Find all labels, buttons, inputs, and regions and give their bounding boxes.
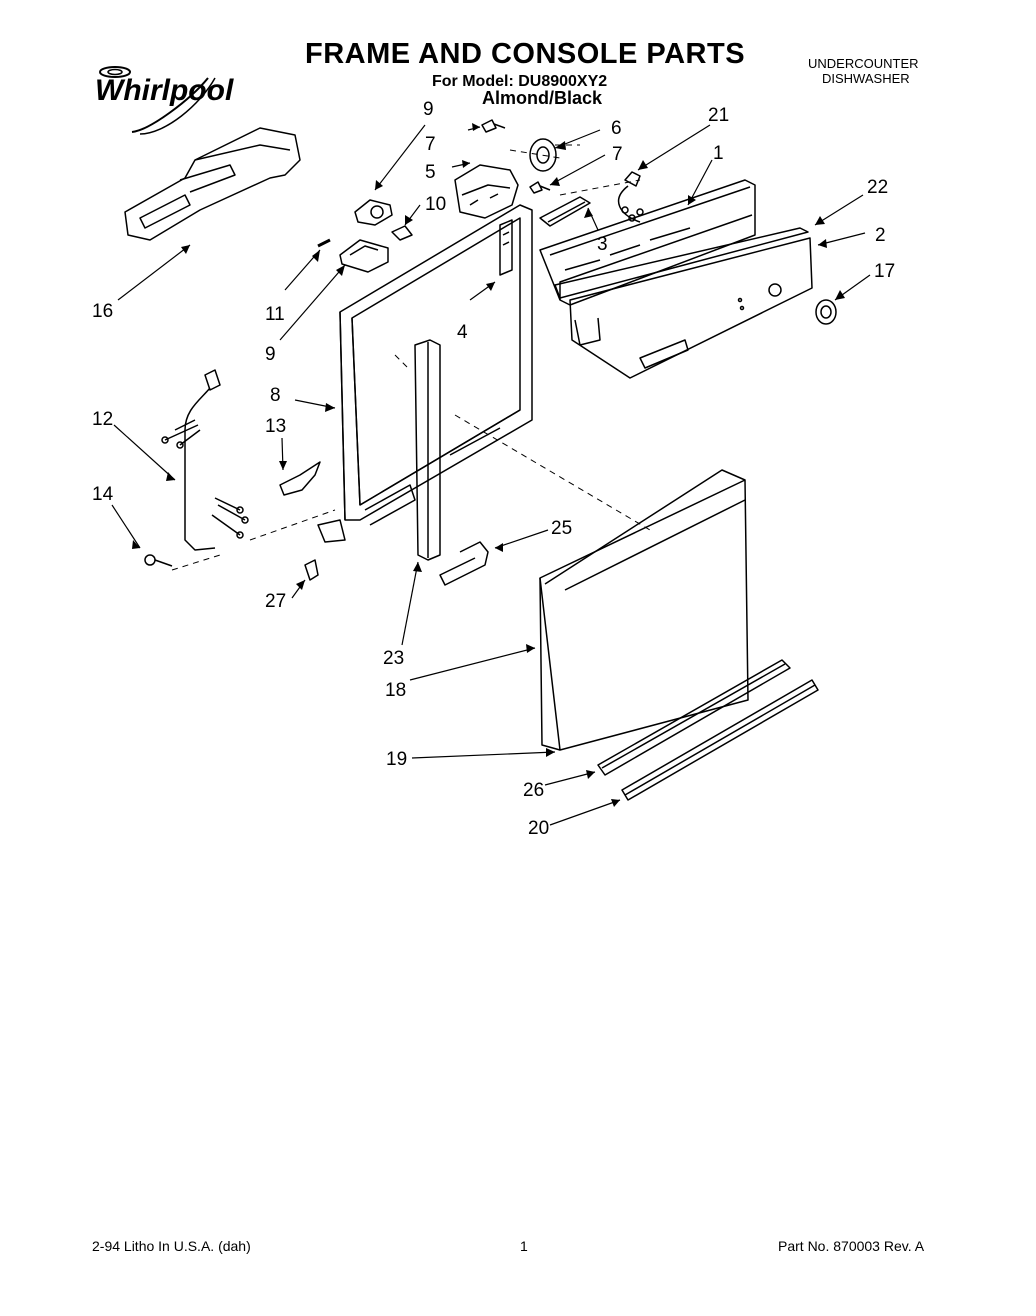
part-13-harness [161,369,249,551]
part-18-door-panel [539,469,749,751]
part-7-screw-lower [529,181,551,194]
callout-10: 9 [265,344,276,365]
category-line-1: UNDERCOUNTER [808,56,919,71]
callout-4: 4 [457,322,468,343]
part-26-trim [597,659,791,776]
svg-text:Whirlpool: Whirlpool [95,74,234,107]
callout-23: 23 [383,648,404,669]
model-line: For Model: DU8900XY2 [432,73,608,90]
callout-17: 17 [874,261,895,282]
callout-8: 8 [270,385,281,406]
callout-27: 27 [265,591,286,612]
part-4-strike [499,219,513,276]
callout-11: 10 [425,194,446,215]
callout-9: 9 [423,99,434,120]
callout-22: 22 [867,177,888,198]
part-number: Part No. 870003 Rev. A [778,1238,925,1254]
part-3-bracket [539,196,591,227]
callout-12: 11 [265,304,285,325]
callout-18: 18 [385,680,406,701]
page-number: 1 [520,1238,528,1254]
part-6-cam [529,138,557,172]
callout-1: 1 [713,143,724,164]
callout-6: 6 [611,118,622,139]
part-7-screw-upper [481,119,506,133]
callout-7a: 7 [425,134,436,155]
part-9-latch [354,199,393,226]
part-10-strike [339,239,389,273]
part-14-sensor [279,461,321,496]
part-17-knob [815,299,837,325]
callout-14: 13 [265,416,286,437]
callout-20: 20 [528,818,549,839]
category-line-2: DISHWASHER [822,71,910,86]
color-line: Almond/Black [482,88,603,108]
part-8-frame [317,204,533,543]
callout-26: 26 [523,780,544,801]
part-2-front-panel [569,237,813,379]
callout-15: 14 [92,484,114,505]
part-22-panel-trim [554,227,809,299]
callout-3: 3 [597,234,608,255]
part-5-switch [454,164,519,219]
part-20-trim [621,679,819,801]
callout-16: 16 [92,301,113,322]
callout-2: 2 [875,225,886,246]
part-25-handle [439,541,489,586]
part-21-connector [617,171,644,223]
part-11-clip [391,225,413,241]
print-info: 2-94 Litho In U.S.A. (dah) [92,1238,251,1254]
part-12-pin [317,238,331,248]
part-1-console [539,179,756,346]
part-16-vent [124,127,301,241]
part-23-gasket [414,339,441,561]
part-15-screw [144,554,173,567]
callout-7b: 7 [612,144,623,165]
callout-25: 25 [551,518,572,539]
callout-5: 5 [425,162,436,183]
callout-19: 19 [386,749,407,770]
callout-13: 12 [92,409,113,430]
part-27-clip [304,559,319,581]
whirlpool-logo: Whirlpool [90,60,250,140]
page-title: FRAME AND CONSOLE PARTS [305,38,746,70]
callout-21: 21 [708,105,729,126]
